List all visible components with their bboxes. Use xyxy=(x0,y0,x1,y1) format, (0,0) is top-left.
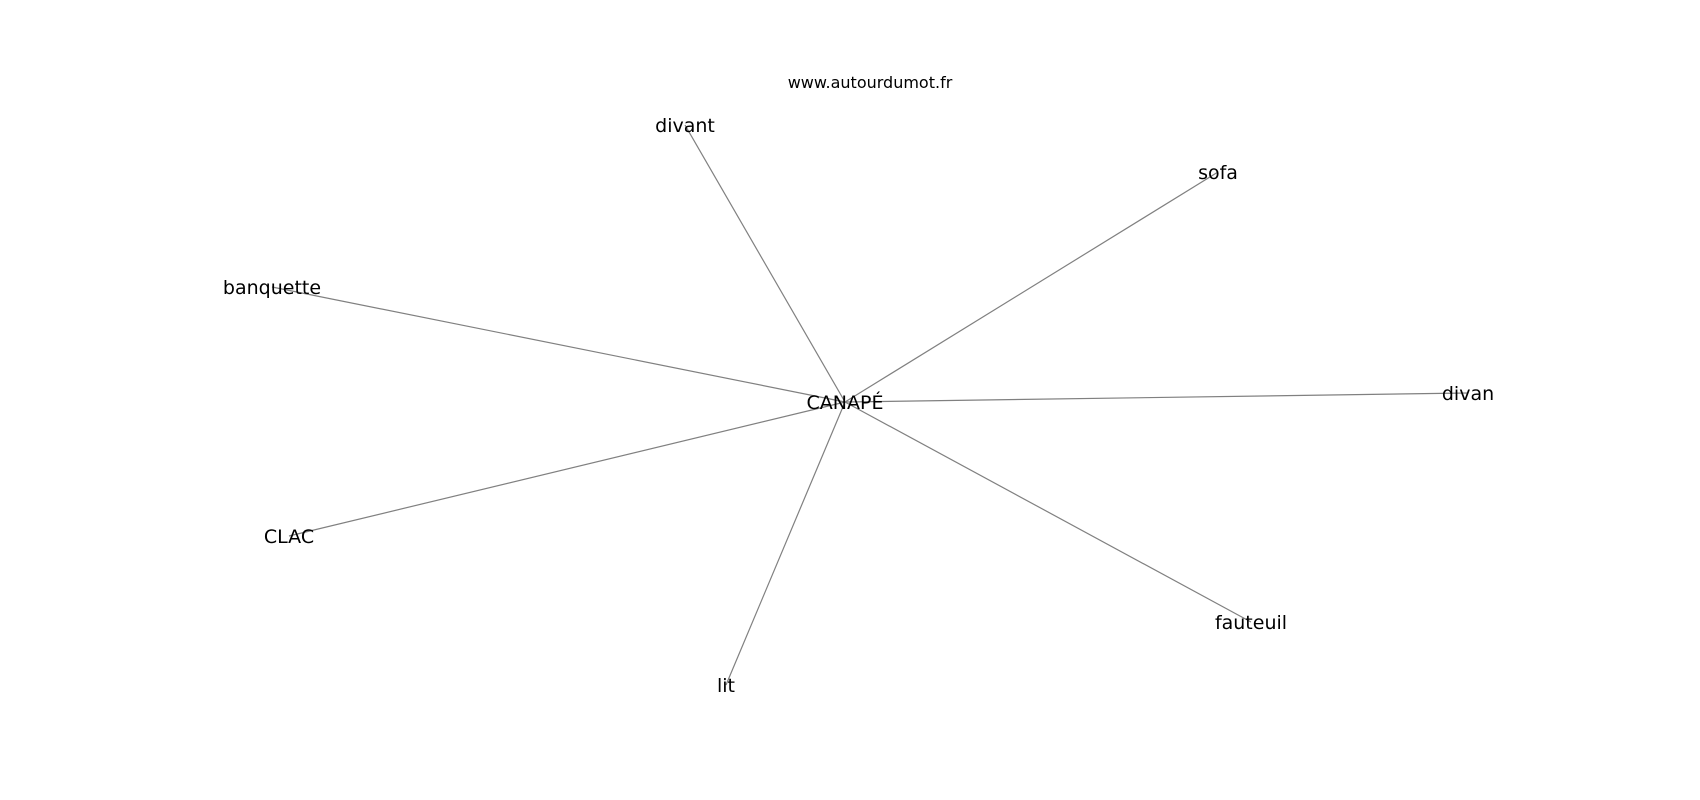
node-label-clac: CLAC xyxy=(264,526,314,548)
node-label-canape: CANAPÉ xyxy=(807,391,884,414)
edge-canape-clac xyxy=(288,401,846,537)
edge-canape-divan xyxy=(844,392,1469,403)
node-label-lit: lit xyxy=(717,675,735,697)
node-label-divant: divant xyxy=(655,115,715,137)
edge-canape-fauteuil xyxy=(844,401,1252,623)
edge-canape-divant xyxy=(684,124,846,403)
node-label-banquette: banquette xyxy=(223,277,321,299)
node-label-sofa: sofa xyxy=(1198,162,1238,184)
edge-canape-sofa xyxy=(844,171,1219,403)
edge-canape-banquette xyxy=(271,286,846,403)
node-label-fauteuil: fauteuil xyxy=(1215,612,1287,634)
edge-canape-lit xyxy=(725,401,846,686)
site-title: www.autourdumot.fr xyxy=(788,73,953,92)
edges xyxy=(271,124,1469,686)
node-label-divan: divan xyxy=(1442,383,1494,405)
